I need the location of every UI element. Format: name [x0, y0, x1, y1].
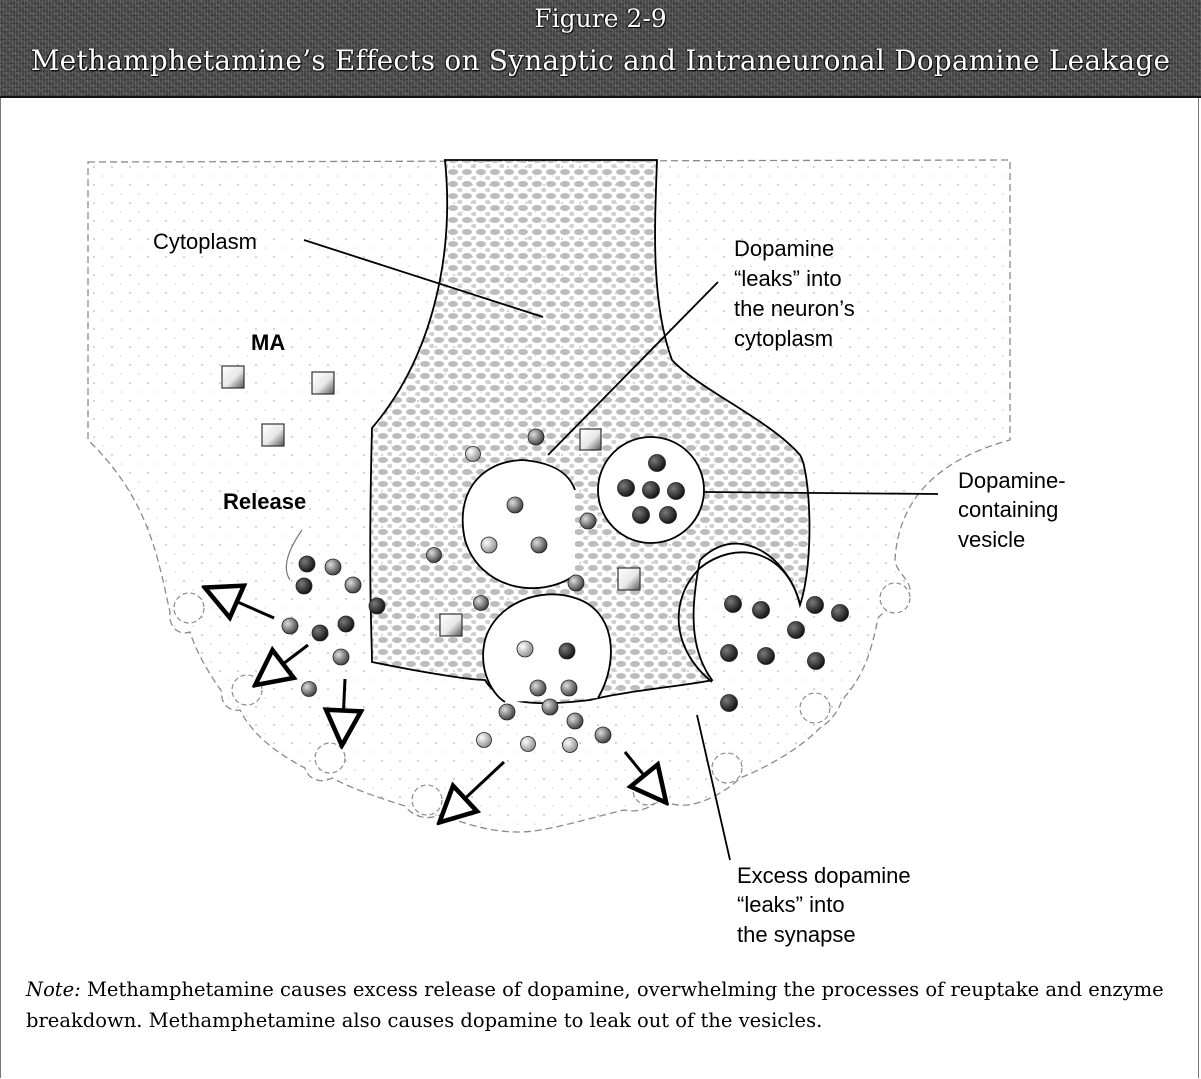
figure-header: Figure 2-9 Methamphetamine’s Effects on … — [0, 0, 1201, 98]
neuron-diagram: Cytoplasm MA Release Dopamine “leaks” in… — [87, 159, 1066, 947]
label-line: the synapse — [737, 922, 856, 947]
dopamine-molecules — [281, 428, 849, 753]
vesicle-fused-right — [677, 551, 801, 683]
release-curve-arrow — [285, 529, 303, 581]
label-line: cytoplasm — [734, 326, 833, 351]
label-cytoplasm: Cytoplasm — [153, 229, 257, 254]
figure-title: Methamphetamine’s Effects on Synaptic an… — [30, 44, 1171, 77]
ma-molecules — [221, 365, 641, 637]
label-ma: MA — [251, 330, 285, 355]
release-arrows — [208, 589, 664, 820]
vesicle-open-left — [461, 459, 576, 589]
label-line: “leaks” into — [734, 266, 842, 291]
figure-note: Note: Methamphetamine causes excess rele… — [26, 974, 1176, 1036]
label-release: Release — [223, 489, 306, 514]
leader-lines — [303, 239, 939, 861]
label-line: containing — [958, 497, 1058, 522]
label-line: Excess dopamine — [737, 863, 911, 888]
vesicle-fusing-bottom — [482, 593, 612, 703]
label-line: Dopamine- — [958, 468, 1066, 493]
label-line: vesicle — [958, 527, 1025, 552]
label-line: Dopamine — [734, 236, 834, 261]
label-line: the neuron’s — [734, 296, 855, 321]
label-vesicle: Dopamine- containing vesicle — [958, 468, 1066, 552]
label-excess-dopamine: Excess dopamine “leaks” into the synapse — [737, 863, 911, 947]
note-label: Note: — [26, 978, 81, 1001]
label-dopamine-leaks-neuron: Dopamine “leaks” into the neuron’s cytop… — [734, 236, 855, 351]
note-text: Methamphetamine causes excess release of… — [26, 978, 1164, 1032]
figure-number: Figure 2-9 — [534, 4, 667, 33]
label-line: “leaks” into — [737, 892, 845, 917]
